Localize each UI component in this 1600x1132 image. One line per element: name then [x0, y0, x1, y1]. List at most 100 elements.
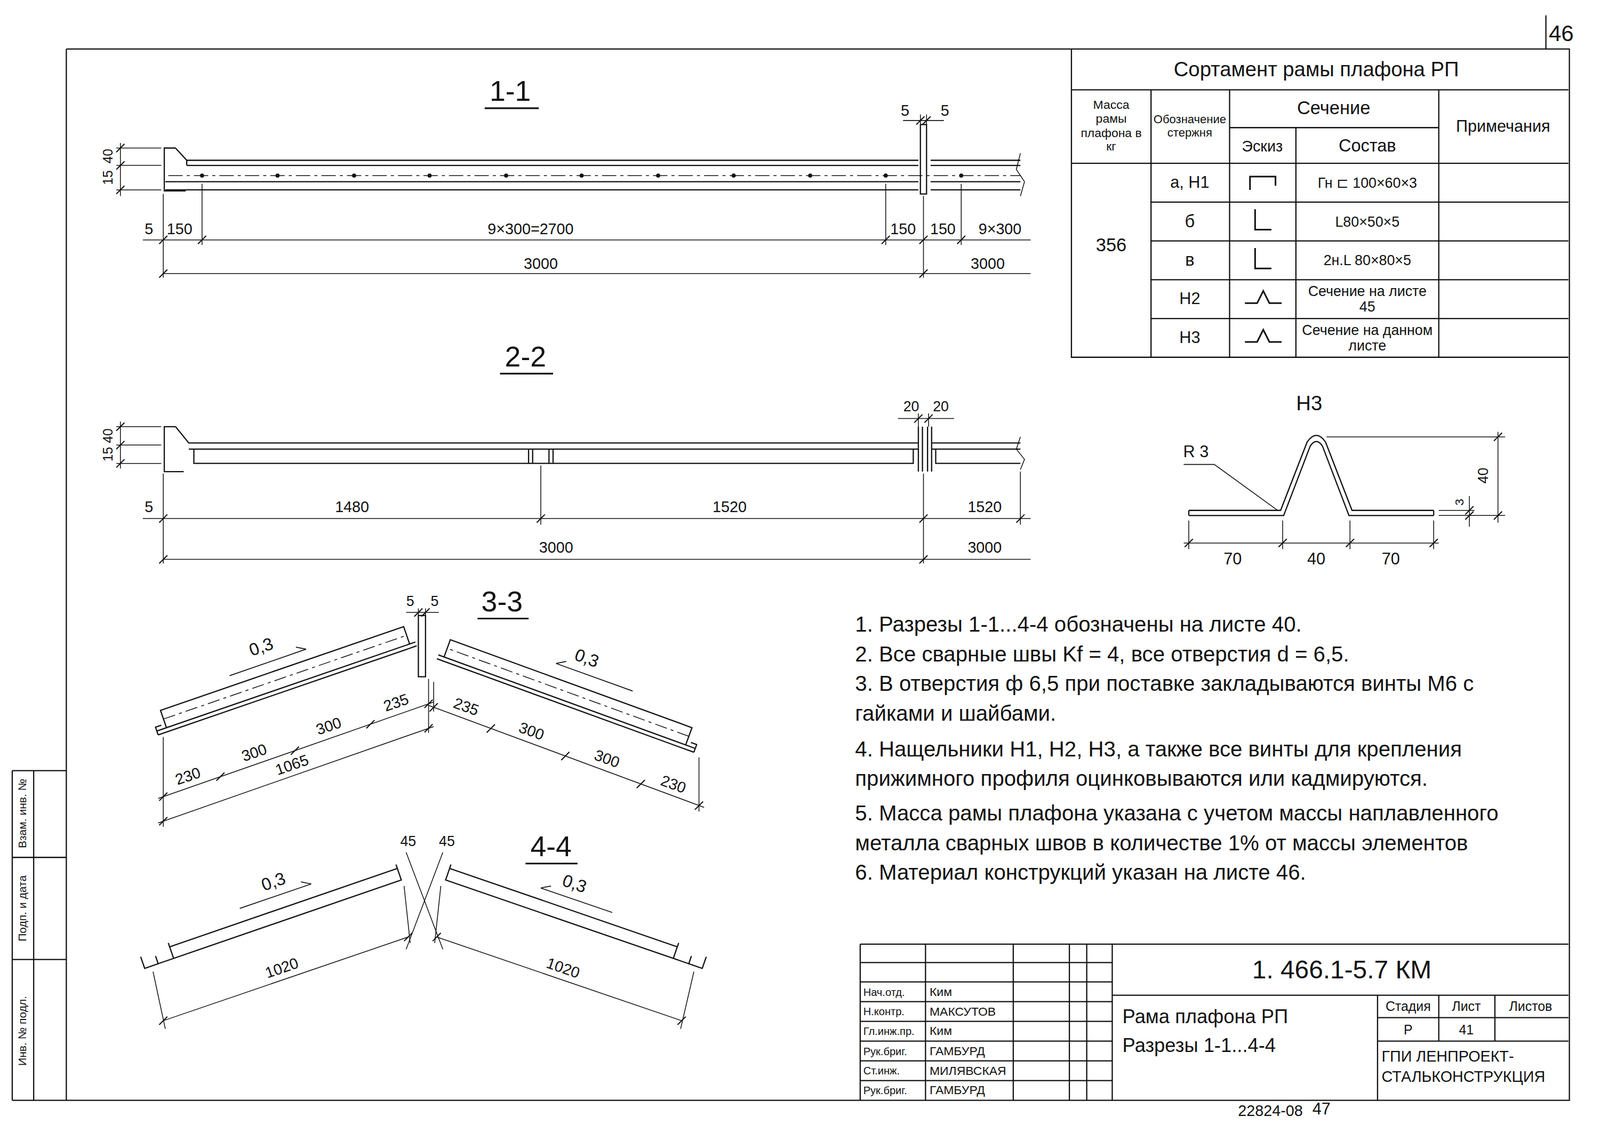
title-block-text: Разрезы 1-1...4-4 [1122, 1035, 1276, 1055]
section-1-1 [165, 181, 1021, 190]
table-cell: Н2 [1179, 290, 1200, 308]
section-title: 3-3 [481, 587, 523, 617]
dimension-tick [1016, 514, 1025, 523]
dimension-label: 9×300 [978, 220, 1022, 237]
frame-member [163, 635, 407, 719]
dimension-tick [677, 1016, 686, 1025]
dimension-tick [158, 817, 167, 826]
dimension-label: 5 [144, 220, 154, 237]
dimension-line [116, 421, 162, 469]
dimension-label: 3000 [970, 255, 1005, 271]
title-block-text: Рук.бриг. [863, 1045, 908, 1056]
section-sketch [1244, 329, 1282, 342]
section-title-underline [484, 107, 539, 109]
slope-label: 0,3 [572, 645, 602, 671]
dimension-tick [486, 724, 495, 733]
dimension-label: 20 [903, 398, 920, 414]
dimension-line [1183, 520, 1439, 550]
dimension-tick [421, 608, 430, 616]
dimension-line [158, 726, 435, 823]
bolt-hole [504, 173, 509, 178]
title-block-text: ГПИ ЛЕНПРОЕКТ-СТАЛЬКОНСТРУКЦИЯ [1381, 1045, 1568, 1087]
dimension-tick [1346, 538, 1355, 547]
dimension-line [153, 885, 411, 1029]
bolt-hole [731, 173, 736, 178]
dimension-label: 3000 [523, 255, 558, 271]
section-1-1 [1016, 153, 1025, 196]
dimension-label: 1480 [334, 498, 370, 515]
dimension-label: 20 [932, 398, 949, 414]
slope-line [240, 881, 613, 912]
dimension-label: 3000 [967, 539, 1002, 555]
dimension-tick [1493, 432, 1502, 441]
dimension-line [153, 885, 694, 1029]
table-cell: Состав [1338, 137, 1397, 155]
dimension-label: 3 [1452, 498, 1466, 506]
section-title: 1-1 [489, 77, 531, 107]
section-title: 2-2 [505, 342, 547, 372]
dimension-label: 5 [940, 102, 950, 118]
section-sketch [1244, 176, 1282, 342]
section-3-3 [418, 615, 426, 677]
frame-member [140, 952, 159, 968]
section-1-1 [116, 114, 1031, 278]
title-block [860, 944, 1569, 1101]
dimension-label: 150 [890, 220, 916, 237]
dimension-tick [1184, 538, 1193, 547]
dimension-label: 150 [930, 220, 956, 237]
dimension-tick [429, 702, 438, 711]
stamp-label: Подп. и дата [17, 875, 29, 942]
sheet-frame [12, 49, 1570, 1101]
title-block-text: Р [1403, 1022, 1413, 1037]
section-3-3 [150, 608, 704, 827]
dimension-tick [922, 116, 931, 125]
bolt-hole [958, 173, 964, 178]
dimension-tick [116, 441, 125, 450]
dimension-tick [414, 608, 423, 616]
profile-h3 [1183, 431, 1506, 549]
dimension-tick [290, 746, 299, 755]
bolt-hole [883, 173, 888, 178]
dimension-tick [919, 514, 928, 523]
section-title-underline [525, 862, 578, 864]
bolt-hole [808, 173, 813, 178]
table-grid [1071, 49, 1569, 358]
title-block-text: Ст.инж. [863, 1065, 900, 1076]
dimension-label: 5 [406, 594, 415, 609]
table-cell: L80×50×5 [1334, 214, 1400, 229]
dimension-tick [919, 555, 928, 564]
table-cell: б [1185, 212, 1196, 231]
dimension-label: 45 [438, 833, 455, 848]
dimension-tick [158, 514, 167, 523]
bolt-hole [200, 173, 964, 178]
dimension-label: 5 [430, 594, 439, 609]
dimension-label: 9×300=2700 [487, 220, 574, 237]
dimension-tick [116, 422, 125, 431]
dimension-line [158, 701, 435, 799]
table-cell: а, Н1 [1170, 174, 1210, 191]
dimension-tick [1465, 511, 1474, 520]
dimension-label: 70 [1223, 550, 1242, 568]
dimension-label: 5 [144, 498, 154, 515]
bolt-hole [275, 173, 280, 178]
table-cell: 356 [1096, 235, 1127, 254]
frame-member [168, 864, 398, 947]
slope-label: 0,3 [259, 869, 288, 894]
section-sketch [1250, 176, 1276, 190]
dimension-label: 40 [1307, 550, 1326, 568]
bolt-hole [427, 173, 432, 178]
dimension-label: 300 [239, 740, 269, 764]
title-block-text: МИЛЯВСКАЯ [929, 1064, 1007, 1077]
dimension-tick [919, 235, 928, 244]
table-cell: Гн ⊏ 100×60×3 [1317, 175, 1418, 190]
dimension-tick [1493, 511, 1502, 520]
dimension-line [142, 240, 1031, 274]
frame-member [154, 868, 402, 964]
note-text: 6. Материал конструкций указан на листе … [854, 858, 1559, 888]
title-block-text: 47 [1312, 1100, 1331, 1118]
table-grid [1150, 89, 1439, 357]
dimension-label: 1065 [273, 751, 311, 778]
note-text: 3. В отверстия ф 6,5 при поставке заклад… [854, 669, 1559, 729]
section-sketch [1244, 290, 1282, 303]
